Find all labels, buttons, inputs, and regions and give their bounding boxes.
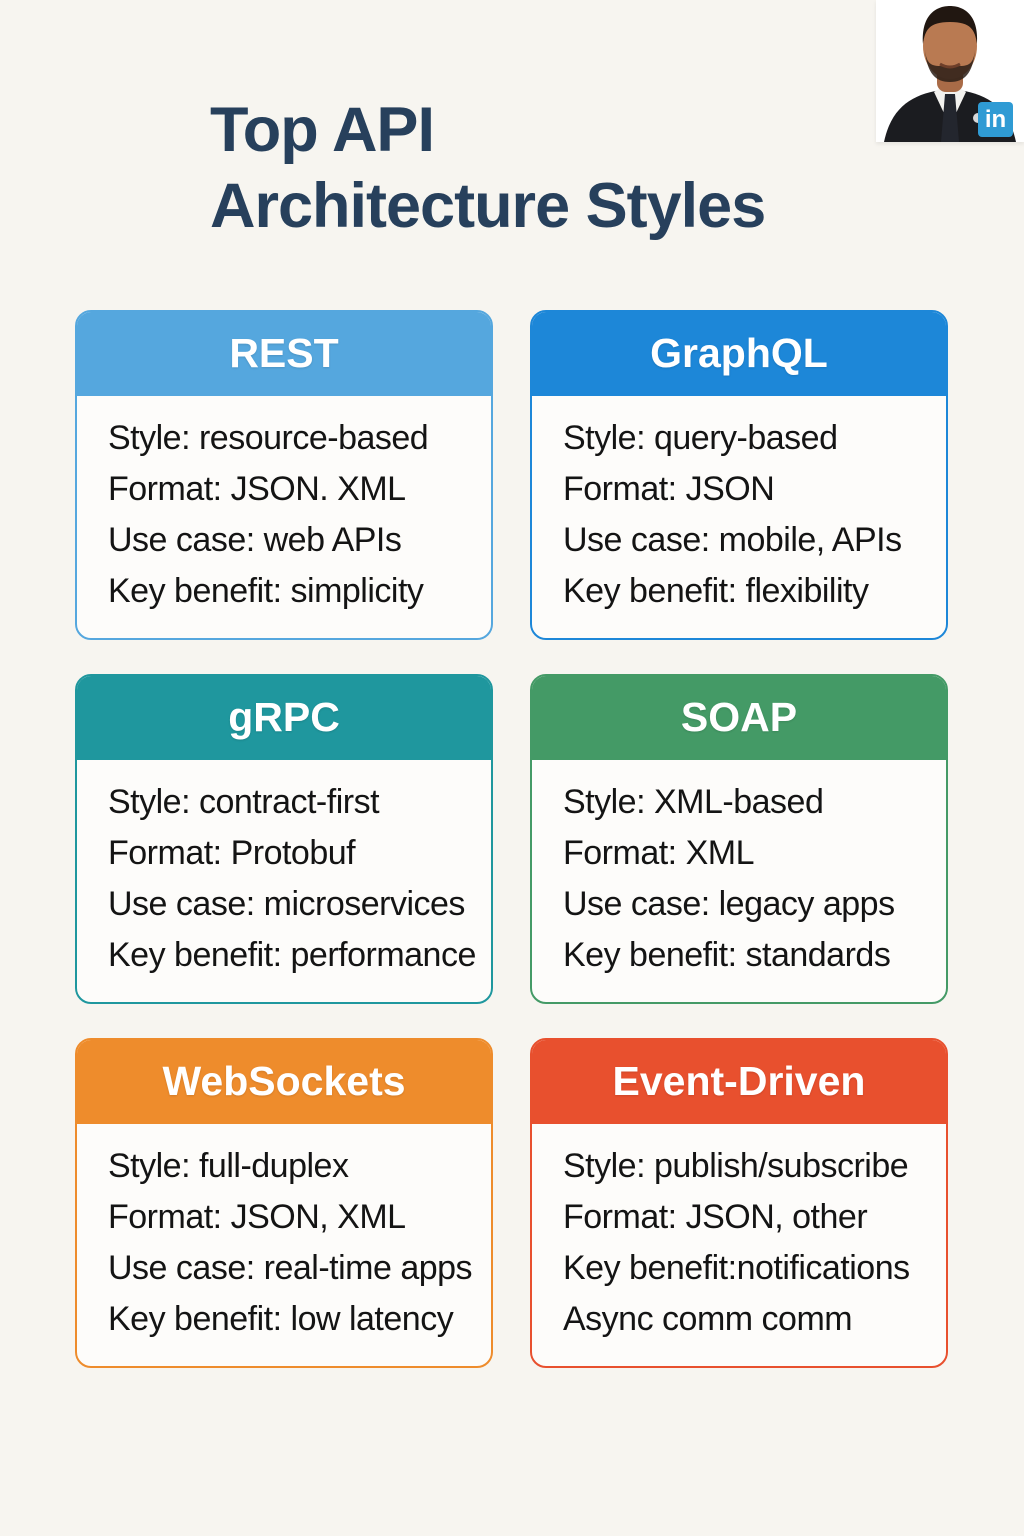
card-event-driven-line-format: Format: JSON, other (563, 1198, 868, 1236)
card-event-driven-line-style: Style: publish/subscribe (563, 1147, 909, 1185)
card-grpc-body: Style: contract-first Format: Protobuf U… (77, 760, 491, 981)
card-grpc-line-usecase: Use case: microservices (108, 885, 465, 923)
card-grpc: gRPC Style: contract-first Format: Proto… (75, 674, 493, 1004)
card-soap-body: Style: XML-based Format: XML Use case: l… (532, 760, 946, 981)
card-rest-header: REST (77, 312, 491, 396)
card-graphql-line-style: Style: query-based (563, 419, 838, 457)
card-soap-header: SOAP (532, 676, 946, 760)
card-soap-line-format: Format: XML (563, 834, 754, 872)
card-grpc-line-format: Format: Protobuf (108, 834, 356, 872)
card-rest-line-usecase: Use case: web APIs (108, 521, 402, 559)
card-graphql-body: Style: query-based Format: JSON Use case… (532, 396, 946, 617)
card-graphql-header: GraphQL (532, 312, 946, 396)
card-websockets-body: Style: full-duplex Format: JSON, XML Use… (77, 1124, 491, 1345)
card-event-driven-line-async: Async comm comm (563, 1300, 853, 1338)
card-graphql-line-usecase: Use case: mobile, APIs (563, 521, 902, 559)
linkedin-icon: in (978, 102, 1013, 137)
card-soap-line-usecase: Use case: legacy apps (563, 885, 895, 923)
profile-photo: in (876, 0, 1024, 142)
card-graphql: GraphQL Style: query-based Format: JSON … (530, 310, 948, 640)
page-title: Top API Architecture Styles (210, 95, 766, 241)
card-websockets-header: WebSockets (77, 1040, 491, 1124)
card-rest-line-style: Style: resource-based (108, 419, 429, 457)
card-rest-line-format: Format: JSON. XML (108, 470, 406, 508)
card-rest: REST Style: resource-based Format: JSON.… (75, 310, 493, 640)
card-rest-body: Style: resource-based Format: JSON. XML … (77, 396, 491, 617)
card-websockets-line-benefit: Key benefit: low latency (108, 1300, 454, 1338)
card-grpc-line-style: Style: contract-first (108, 783, 380, 821)
card-event-driven-header: Event-Driven (532, 1040, 946, 1124)
card-websockets: WebSockets Style: full-duplex Format: JS… (75, 1038, 493, 1368)
card-event-driven-body: Style: publish/subscribe Format: JSON, o… (532, 1124, 946, 1345)
card-graphql-line-format: Format: JSON (563, 470, 775, 508)
card-websockets-line-style: Style: full-duplex (108, 1147, 349, 1185)
card-soap: SOAP Style: XML-based Format: XML Use ca… (530, 674, 948, 1004)
card-websockets-line-usecase: Use case: real-time apps (108, 1249, 473, 1287)
cards-grid: REST Style: resource-based Format: JSON.… (75, 310, 948, 1368)
card-graphql-line-benefit: Key benefit: flexibility (563, 572, 869, 610)
card-grpc-line-benefit: Key benefit: performance (108, 936, 476, 974)
card-rest-line-benefit: Key benefit: simplicity (108, 572, 424, 610)
card-websockets-line-format: Format: JSON, XML (108, 1198, 406, 1236)
card-grpc-header: gRPC (77, 676, 491, 760)
card-soap-line-style: Style: XML-based (563, 783, 824, 821)
card-event-driven: Event-Driven Style: publish/subscribe Fo… (530, 1038, 948, 1368)
card-soap-line-benefit: Key benefit: standards (563, 936, 891, 974)
card-event-driven-line-benefit: Key benefit:notifications (563, 1249, 910, 1287)
